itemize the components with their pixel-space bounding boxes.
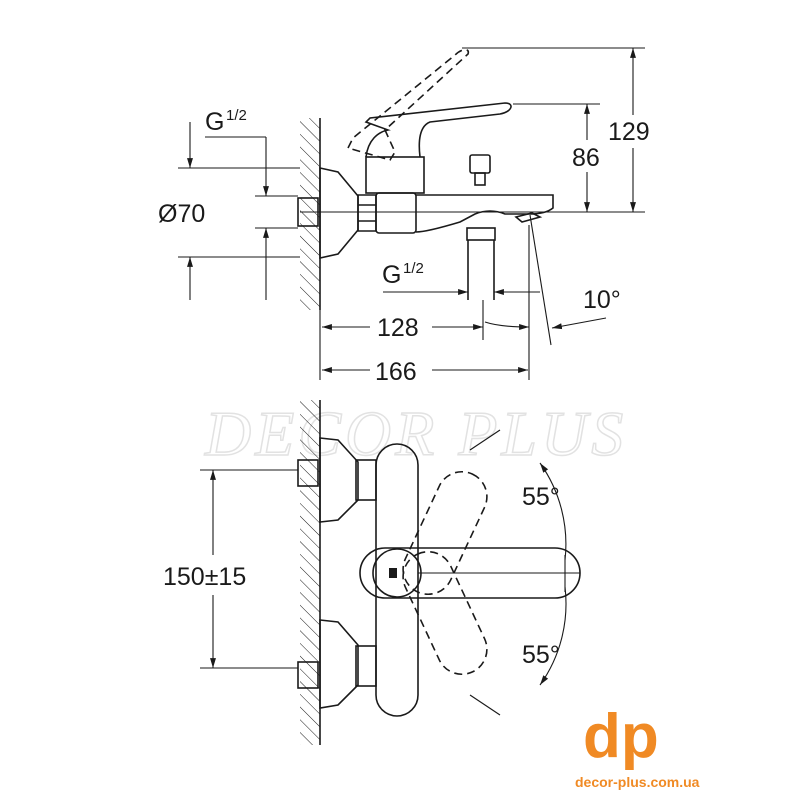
logo-url: decor-plus.com.ua — [575, 774, 700, 790]
side-view: 129 86 G 1/2 Ø70 G 1/2 10° 128 166 — [158, 47, 650, 386]
dim-height-lever: 86 — [572, 144, 600, 172]
dim-flange-diameter: Ø70 — [158, 200, 205, 228]
dim-height-total: 129 — [608, 118, 650, 146]
brand-logo: dp decor-plus.com.ua — [575, 702, 700, 790]
dim-spout-angle: 10° — [583, 286, 621, 314]
dim-outlet-distance: 128 — [377, 314, 419, 342]
spout-aerator — [514, 212, 543, 223]
lever-position-down — [402, 550, 488, 676]
flange — [319, 167, 359, 259]
body — [375, 192, 417, 234]
dim-thread-inlet-fraction: 1/2 — [226, 107, 247, 124]
dim-angle-down: 55° — [522, 641, 560, 669]
spout-angle-line — [529, 214, 552, 346]
lever-raised-position — [346, 48, 470, 161]
connector-upper — [297, 459, 319, 487]
lever-front — [359, 547, 581, 599]
diverter-knob — [469, 154, 491, 174]
watermark: DECOR PLUS — [204, 398, 627, 469]
nut-lower — [355, 645, 377, 687]
nut — [357, 194, 377, 232]
dim-centre-distance: 150±15 — [163, 563, 246, 591]
dim-thread-outlet: G — [382, 261, 401, 289]
flange-lower — [319, 619, 359, 709]
logo-mark: dp — [583, 702, 659, 771]
lever-position-up — [402, 470, 488, 596]
diverter-stem — [474, 172, 486, 186]
spout — [415, 194, 554, 233]
connector-lower — [297, 661, 319, 689]
cartridge-housing — [365, 156, 425, 194]
dim-thread-outlet-fraction: 1/2 — [403, 260, 424, 277]
dim-angle-up: 55° — [522, 483, 560, 511]
shower-outlet — [466, 227, 496, 241]
front-view: 55° 55° 150±15 — [163, 400, 581, 745]
lever — [364, 102, 512, 158]
dim-thread-inlet: G — [205, 108, 224, 136]
wall-hatch — [300, 118, 320, 310]
body-front — [375, 443, 419, 717]
dim-projection: 166 — [375, 358, 417, 386]
